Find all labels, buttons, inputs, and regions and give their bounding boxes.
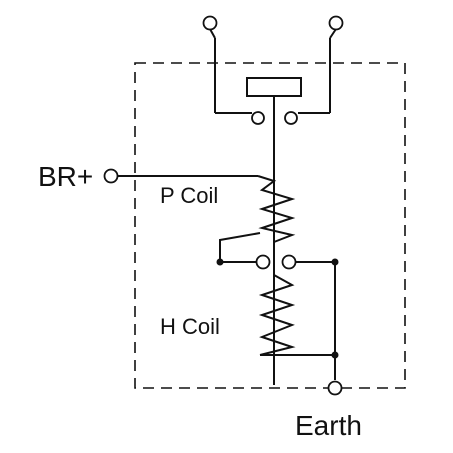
junction-left-dot: [216, 258, 224, 266]
main-contact: [246, 77, 302, 125]
earth-label: Earth: [295, 410, 362, 441]
h-coil-label: H Coil: [160, 314, 220, 339]
enclosure-boundary: [134, 62, 406, 389]
hold-contact-left: [255, 254, 271, 270]
br-plus-terminal: [103, 168, 258, 184]
p-coil-label: P Coil: [160, 183, 218, 208]
p-coil: [257, 175, 296, 243]
hold-contact-right: [281, 254, 297, 270]
h-coil: [258, 274, 296, 356]
top-right-terminal: [298, 15, 344, 114]
top-left-terminal: [202, 15, 252, 114]
br-plus-label: BR+: [38, 161, 93, 192]
earth-terminal: [327, 380, 343, 396]
p-coil-return-wire: [219, 232, 261, 262]
